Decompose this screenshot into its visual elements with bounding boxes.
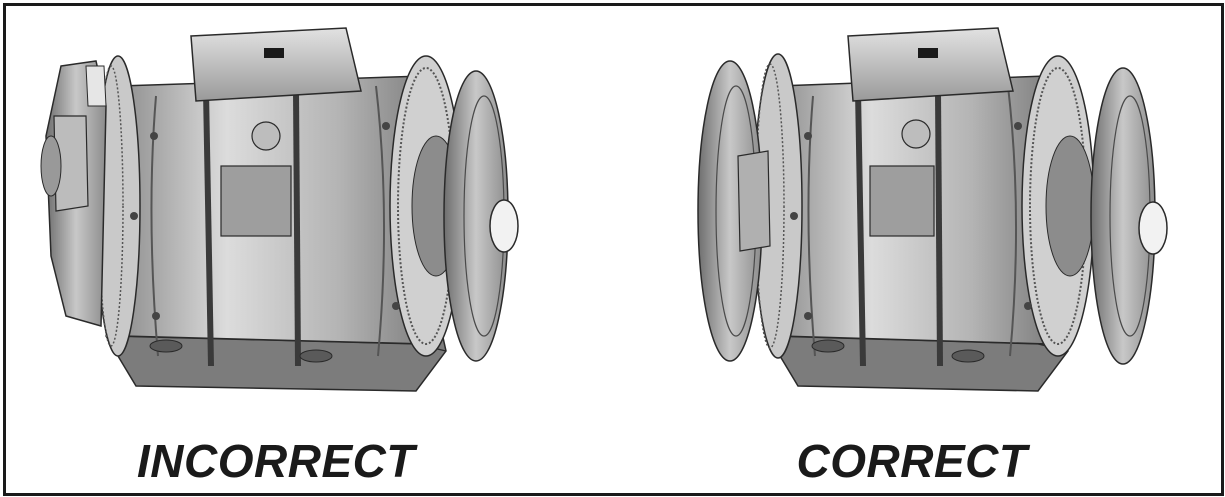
motor-brake-assembly-icon bbox=[697, 27, 1168, 392]
panel-incorrect: INCORRECT bbox=[6, 6, 606, 493]
caption-incorrect: INCORRECT bbox=[137, 435, 415, 487]
panel-correct: CORRECT bbox=[618, 6, 1218, 493]
caption-correct: CORRECT bbox=[796, 435, 1028, 487]
figure-frame: INCORRECT bbox=[3, 3, 1224, 496]
motor-brake-assembly-icon bbox=[40, 27, 519, 392]
